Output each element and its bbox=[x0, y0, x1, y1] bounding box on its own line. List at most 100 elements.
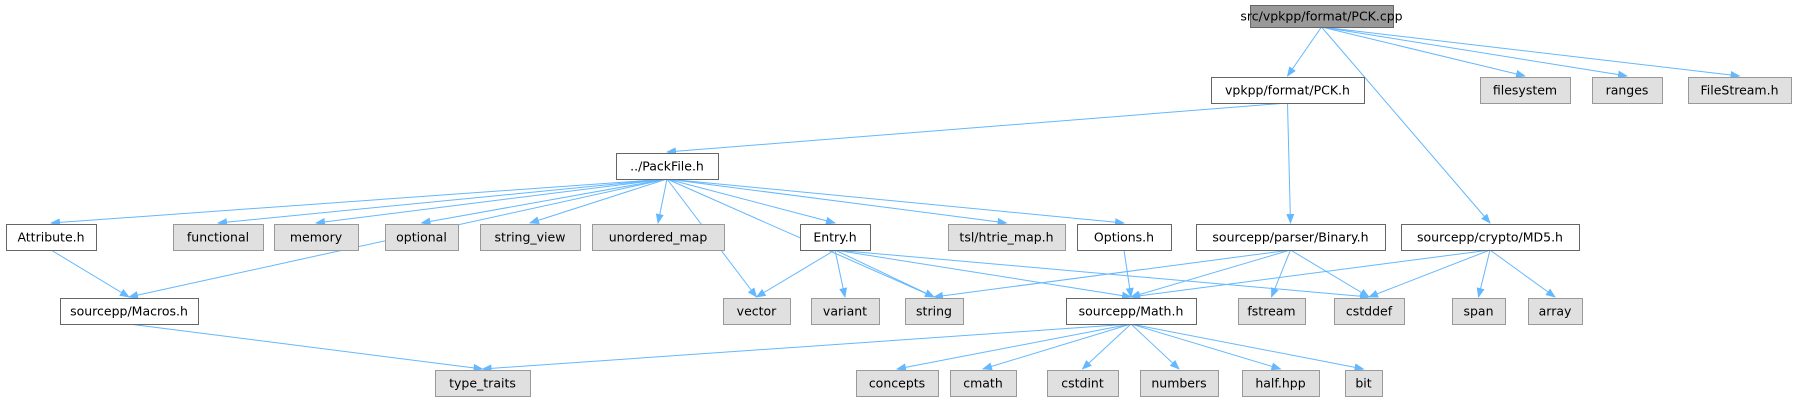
node-box-options[interactable] bbox=[1077, 224, 1172, 251]
edge-binary-to-math bbox=[1130, 249, 1291, 299]
edge-pckh-to-packfile bbox=[666, 102, 1288, 156]
edge-md5-to-math bbox=[1130, 249, 1491, 300]
node-entry[interactable]: Entry.h bbox=[800, 224, 871, 251]
edge-math-to-concepts bbox=[896, 323, 1132, 372]
node-md5[interactable]: sourcepp/crypto/MD5.h bbox=[1401, 224, 1580, 251]
node-box-span bbox=[1452, 298, 1506, 325]
edge-packfile-to-string_view bbox=[529, 178, 668, 225]
node-box-bit bbox=[1345, 370, 1383, 397]
node-label-type_traits: type_traits bbox=[449, 376, 516, 391]
node-box-macros[interactable] bbox=[60, 298, 199, 325]
node-math[interactable]: sourcepp/Math.h bbox=[1066, 298, 1197, 325]
edge-binary-to-string bbox=[933, 249, 1291, 300]
node-macros[interactable]: sourcepp/Macros.h bbox=[60, 298, 199, 325]
node-box-filesystem bbox=[1480, 77, 1571, 104]
node-label-htrie: tsl/htrie_map.h bbox=[959, 230, 1053, 245]
node-box-math[interactable] bbox=[1066, 298, 1197, 325]
edge-packfile-to-attribute bbox=[50, 178, 668, 227]
node-halfhpp: half.hpp bbox=[1242, 370, 1320, 397]
node-filestream: FileStream.h bbox=[1688, 77, 1792, 104]
node-label-bit: bit bbox=[1355, 376, 1371, 391]
node-pckh[interactable]: vpkpp/format/PCK.h bbox=[1211, 77, 1365, 104]
node-optional: optional bbox=[385, 224, 459, 251]
node-box-pckh[interactable] bbox=[1211, 77, 1365, 104]
node-label-cstddef: cstddef bbox=[1346, 304, 1393, 319]
node-memory: memory bbox=[274, 224, 359, 251]
node-label-array: array bbox=[1539, 304, 1572, 319]
dependency-nodes: src/vpkpp/format/PCK.cpp vpkpp/format/PCK… bbox=[6, 5, 1792, 397]
node-box-md5[interactable] bbox=[1401, 224, 1580, 251]
node-attribute[interactable]: Attribute.h bbox=[6, 224, 97, 251]
node-binary[interactable]: sourcepp/parser/Binary.h bbox=[1196, 224, 1386, 251]
edge-root-to-ranges bbox=[1321, 26, 1628, 79]
node-ranges: ranges bbox=[1592, 77, 1663, 104]
node-htrie: tsl/htrie_map.h bbox=[948, 224, 1066, 251]
node-label-halfhpp: half.hpp bbox=[1255, 376, 1305, 391]
node-label-options: Options.h bbox=[1094, 230, 1154, 245]
node-box-memory bbox=[274, 224, 359, 251]
node-span: span bbox=[1452, 298, 1506, 325]
node-box-halfhpp bbox=[1242, 370, 1320, 397]
node-options[interactable]: Options.h bbox=[1077, 224, 1172, 251]
edge-packfile-to-optional bbox=[420, 178, 668, 226]
node-array: array bbox=[1528, 298, 1583, 325]
node-label-concepts: concepts bbox=[869, 376, 925, 391]
node-string_view: string_view bbox=[480, 224, 581, 251]
node-label-filesystem: filesystem bbox=[1493, 83, 1557, 98]
node-box-packfile[interactable] bbox=[616, 153, 719, 180]
node-label-ranges: ranges bbox=[1606, 83, 1649, 98]
edge-binary-to-cstddef bbox=[1290, 249, 1370, 298]
node-concepts: concepts bbox=[856, 370, 939, 397]
node-box-root bbox=[1250, 5, 1394, 28]
edge-md5-to-span bbox=[1476, 249, 1491, 298]
edge-options-to-math bbox=[1123, 249, 1134, 298]
node-label-optional: optional bbox=[396, 230, 447, 245]
edge-macros-to-type_traits bbox=[128, 323, 484, 372]
node-root: src/vpkpp/format/PCK.cpp bbox=[1240, 5, 1403, 28]
edge-packfile-to-unordered_map bbox=[655, 178, 668, 224]
edge-root-to-md5 bbox=[1321, 26, 1491, 224]
node-box-entry[interactable] bbox=[800, 224, 871, 251]
node-label-filestream: FileStream.h bbox=[1700, 83, 1778, 98]
node-type_traits: type_traits bbox=[435, 370, 531, 397]
edge-entry-to-math bbox=[834, 249, 1132, 300]
node-label-root: src/vpkpp/format/PCK.cpp bbox=[1240, 9, 1402, 24]
node-label-functional: functional bbox=[187, 230, 249, 245]
node-label-binary: sourcepp/parser/Binary.h bbox=[1212, 230, 1368, 245]
edge-entry-to-string bbox=[834, 249, 935, 298]
edge-packfile-to-functional bbox=[217, 178, 668, 227]
node-label-math: sourcepp/Math.h bbox=[1079, 304, 1184, 319]
node-label-cstdint: cstdint bbox=[1061, 376, 1104, 391]
edge-attribute-to-macros bbox=[50, 249, 130, 298]
node-label-cmath: cmath bbox=[963, 376, 1003, 391]
node-box-optional bbox=[385, 224, 459, 251]
node-cstdint: cstdint bbox=[1047, 370, 1119, 397]
edge-md5-to-array bbox=[1489, 249, 1556, 298]
edge-math-to-bit bbox=[1130, 323, 1365, 372]
node-cstddef: cstddef bbox=[1334, 298, 1405, 325]
edge-packfile-to-entry bbox=[666, 178, 836, 225]
node-box-string_view bbox=[480, 224, 581, 251]
edge-math-to-cstdint bbox=[1081, 323, 1132, 370]
node-label-variant: variant bbox=[823, 304, 867, 319]
node-box-cmath bbox=[950, 370, 1017, 397]
node-vector: vector bbox=[723, 298, 791, 325]
node-box-attribute[interactable] bbox=[6, 224, 97, 251]
edge-pckh-to-binary bbox=[1286, 102, 1295, 224]
node-box-variant bbox=[811, 298, 880, 325]
node-box-array bbox=[1528, 298, 1583, 325]
node-label-numbers: numbers bbox=[1151, 376, 1206, 391]
edge-md5-to-cstddef bbox=[1368, 249, 1491, 298]
node-cmath: cmath bbox=[950, 370, 1017, 397]
edge-entry-to-cstddef bbox=[834, 249, 1370, 301]
edge-math-to-type_traits bbox=[481, 323, 1132, 373]
node-packfile[interactable]: ../PackFile.h bbox=[616, 153, 719, 180]
node-box-vector bbox=[723, 298, 791, 325]
node-label-vector: vector bbox=[737, 304, 778, 319]
node-box-numbers bbox=[1140, 370, 1219, 397]
node-box-htrie bbox=[948, 224, 1066, 251]
node-box-cstdint bbox=[1047, 370, 1119, 397]
node-label-attribute: Attribute.h bbox=[17, 230, 84, 245]
node-label-unordered_map: unordered_map bbox=[609, 230, 708, 245]
node-box-binary[interactable] bbox=[1196, 224, 1386, 251]
